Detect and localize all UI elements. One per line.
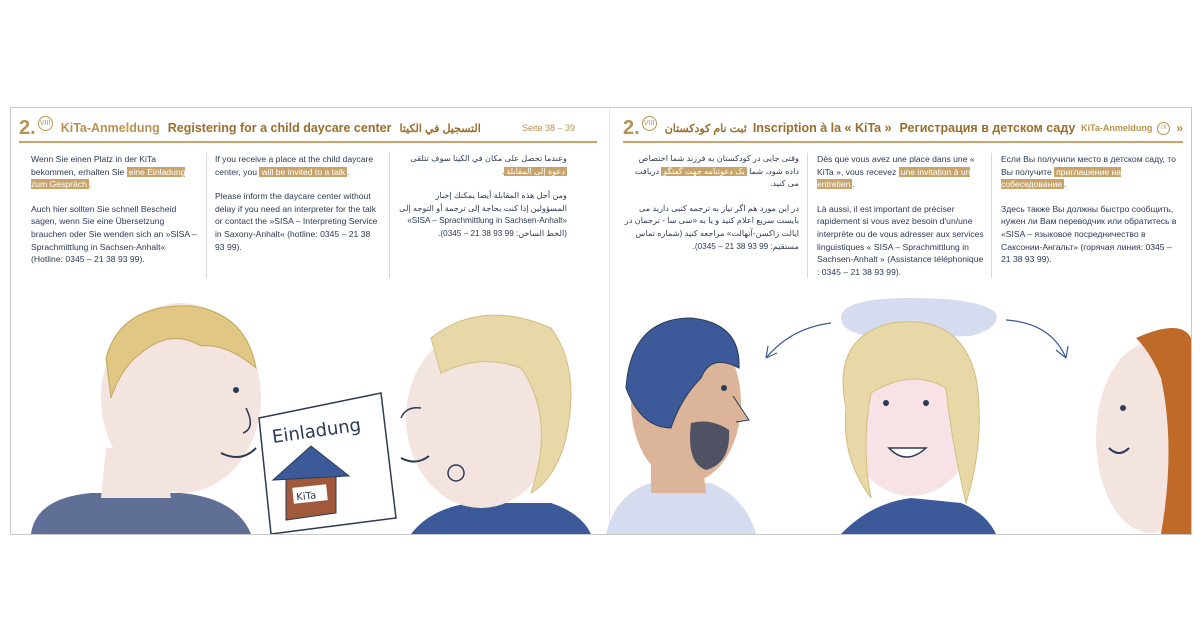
paragraph-1: وعندما تحصل على مكان في الكيتا سوف تتلقى… xyxy=(399,153,567,178)
section-number: 2. xyxy=(19,116,36,139)
man-figure xyxy=(31,303,261,534)
illustration: Einladung KiTa xyxy=(31,298,1191,534)
header-left: 2. VIII KiTa-Anmeldung Registering for a… xyxy=(19,115,601,140)
highlight: دعوة إلى المقابلة xyxy=(504,166,567,176)
page-divider xyxy=(609,108,610,534)
paragraph-2: Здесь также Вы должны быстро сообщить, н… xyxy=(1001,203,1177,265)
paragraph-2: Auch hier sollten Sie schnell Bescheid s… xyxy=(31,203,197,265)
column-separator xyxy=(206,153,207,278)
chevron-right-icon[interactable]: » xyxy=(1176,121,1183,135)
text: . xyxy=(347,166,350,177)
arrow-right-icon xyxy=(1005,319,1067,359)
title-ru: Регистрация в детском саду xyxy=(899,121,1076,135)
paragraph-2: در این مورد هم اگر نیاز به ترجمه کتبی دا… xyxy=(624,203,799,251)
header-right: 2. VIII ثبت نام کودکستان Inscription à l… xyxy=(623,115,1183,140)
column-separator xyxy=(807,153,808,278)
column-farsi: وقتی جایی در کودکستان به فرزند شما اختصا… xyxy=(623,153,799,265)
column-separator xyxy=(991,153,992,278)
paragraph-1: وقتی جایی در کودکستان به فرزند شما اختصا… xyxy=(623,153,799,191)
text: If you receive a place at the child dayc… xyxy=(215,154,374,177)
text: وعندما تحصل على مكان في الكيتا سوف تتلقى xyxy=(410,154,567,163)
text: . xyxy=(1064,179,1067,190)
highlight: will be invited to a talk xyxy=(259,166,348,177)
section-sup: VIII xyxy=(37,115,53,131)
section-tag-sup: IX xyxy=(1157,121,1171,135)
column-arabic: وعندما تحصل على مكان في الكيتا سوف تتلقى… xyxy=(399,153,567,253)
paragraph-2: Please inform the daycare center without… xyxy=(215,191,378,252)
text: Wenn Sie einen Platz in der KiTa bekomme… xyxy=(31,154,156,177)
title-ar: التسجيل في الكيتا xyxy=(399,122,481,135)
paragraph-2: Là aussi, il est important de préciser r… xyxy=(817,203,984,277)
arrowhead-icon xyxy=(765,345,778,359)
text: Если Вы получили место в детском саду, т… xyxy=(1001,154,1176,177)
brochure-spread: 2. VIII KiTa-Anmeldung Registering for a… xyxy=(10,107,1192,535)
text: . xyxy=(502,167,504,176)
text: erhalten Sie xyxy=(78,166,125,177)
section-tag: KiTa-Anmeldung IX » xyxy=(1081,121,1183,135)
paragraph-1: If you receive a place at the child dayc… xyxy=(215,153,381,178)
header-rule-right xyxy=(623,141,1183,143)
house-label: KiTa xyxy=(296,490,317,503)
bearded-man-figure xyxy=(606,317,756,534)
column-russian: Если Вы получили место в детском саду, т… xyxy=(1001,153,1177,278)
invitation-letter: Einladung KiTa xyxy=(258,392,397,534)
section-sup-right: VIII xyxy=(641,115,657,131)
section-number-right: 2. xyxy=(623,116,640,139)
section-tag-label: KiTa-Anmeldung xyxy=(1080,123,1153,133)
paragraph-1: Dès que vous avez une place dans une « K… xyxy=(817,153,985,191)
page-range: Seite 38 – 39 xyxy=(521,123,575,133)
header-rule-left xyxy=(19,141,597,143)
red-haired-woman-figure xyxy=(1096,328,1191,534)
arrowhead-icon xyxy=(1055,345,1069,359)
paragraph-2: ومن أجل هذه المقابلة أيضا يمكنك إخبار ال… xyxy=(399,191,567,238)
woman-figure-1 xyxy=(400,314,591,534)
text: Dès que vous avez une place dans une « K… xyxy=(817,154,975,177)
text: وقتی جایی در کودکستان به فرزند شما اختصا… xyxy=(638,154,799,176)
column-french: Dès que vous avez une place dans une « K… xyxy=(817,153,985,290)
arrow-left-icon xyxy=(765,322,832,359)
interpreter-figure xyxy=(841,321,996,534)
title-de: KiTa-Anmeldung xyxy=(60,121,160,135)
text: دریافت می کنید. xyxy=(634,166,799,189)
text: . xyxy=(852,179,855,190)
title-fr: Inscription à la « KiTa » xyxy=(752,121,892,135)
highlight: یک دعوتنامه جهت گفتگو xyxy=(661,166,747,176)
title-en: Registering for a child daycare center xyxy=(167,121,392,135)
paragraph-1: Если Вы получили место в детском саду, т… xyxy=(1001,153,1177,191)
column-english: If you receive a place at the child dayc… xyxy=(215,153,381,265)
title-fa: ثبت نام کودکستان xyxy=(664,122,747,135)
paragraph-1: Wenn Sie einen Platz in der KiTa bekomme… xyxy=(31,153,199,191)
column-german: Wenn Sie einen Platz in der KiTa bekomme… xyxy=(31,153,199,278)
text: . xyxy=(88,179,92,190)
column-separator xyxy=(389,153,390,278)
